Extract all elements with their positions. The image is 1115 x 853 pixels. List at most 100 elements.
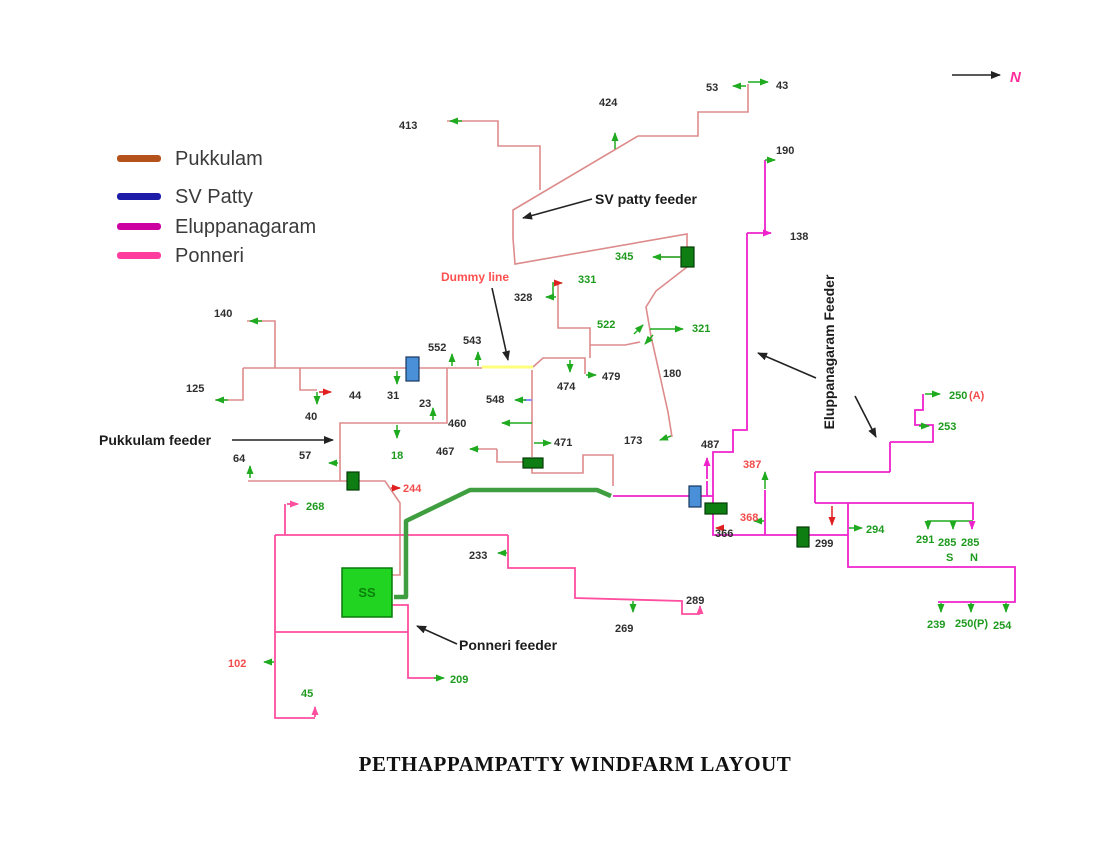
node-label-269: 269 bbox=[615, 623, 633, 635]
legend-swatch-sv-patty bbox=[117, 193, 161, 200]
node-label-190: 190 bbox=[776, 145, 794, 157]
network-line bbox=[274, 504, 700, 719]
node-label-474: 474 bbox=[557, 381, 576, 393]
green-switch-icon bbox=[796, 526, 810, 548]
green-turbine-arrows bbox=[215, 78, 1010, 682]
legend: Pukkulam SV Patty Eluppanagaram Ponneri bbox=[117, 148, 316, 267]
node-label-23: 23 bbox=[419, 398, 431, 410]
north-label: N bbox=[1010, 69, 1022, 86]
node-label-285s: 285 bbox=[938, 537, 956, 549]
eluppanagaram-pointer-arrow-2 bbox=[854, 395, 877, 438]
node-label-173: 173 bbox=[624, 435, 642, 447]
node-label-239: 239 bbox=[927, 619, 945, 631]
dummy-line-label: Dummy line bbox=[441, 270, 509, 284]
arrow-522 bbox=[633, 324, 644, 335]
node-label-328: 328 bbox=[514, 292, 532, 304]
node-label-40: 40 bbox=[305, 411, 317, 423]
node-label-254: 254 bbox=[993, 620, 1012, 632]
node-label-366: 366 bbox=[715, 528, 733, 540]
node-labels: 413 424 53 43 190 138 345 331 328 522 32… bbox=[186, 80, 1012, 700]
node-label-299: 299 bbox=[815, 538, 833, 550]
legend-label-ponneri: Ponneri bbox=[175, 245, 244, 267]
node-label-368: 368 bbox=[740, 512, 758, 524]
sv-patty-pointer-arrow bbox=[522, 198, 593, 220]
node-label-250p: 250(P) bbox=[955, 618, 988, 630]
node-label-53: 53 bbox=[706, 82, 718, 94]
green-switch-icon bbox=[680, 246, 695, 268]
node-label-31: 31 bbox=[387, 390, 399, 402]
node-label-43: 43 bbox=[776, 80, 788, 92]
blue-switch-icon bbox=[405, 356, 420, 382]
ponneri-lines bbox=[274, 504, 700, 719]
node-label-285n: 285 bbox=[961, 537, 979, 549]
ponneri-pointer-arrow bbox=[416, 625, 458, 645]
node-label-387: 387 bbox=[743, 459, 761, 471]
node-label-479: 479 bbox=[602, 371, 620, 383]
node-label-253: 253 bbox=[938, 421, 956, 433]
eluppanagaram-feeder-label: Eluppanagaram Feeder bbox=[821, 274, 837, 429]
page-title: PETHAPPAMPATTY WINDFARM LAYOUT bbox=[359, 752, 792, 776]
node-label-294: 294 bbox=[866, 524, 885, 536]
node-label-45: 45 bbox=[301, 688, 313, 700]
green-switch-icon bbox=[704, 502, 728, 515]
network-line bbox=[613, 160, 1016, 603]
node-label-285n-sub: N bbox=[970, 552, 978, 564]
substation-green-run bbox=[394, 487, 612, 600]
node-label-548: 548 bbox=[486, 394, 504, 406]
node-label-543: 543 bbox=[463, 335, 481, 347]
magenta-pink-arrows bbox=[287, 229, 976, 717]
node-label-140: 140 bbox=[214, 308, 232, 320]
legend-label-pukkulam: Pukkulam bbox=[175, 148, 263, 170]
node-label-289: 289 bbox=[686, 595, 704, 607]
node-label-138: 138 bbox=[790, 231, 808, 243]
node-label-209: 209 bbox=[450, 674, 468, 686]
legend-swatch-eluppanagaram bbox=[117, 223, 161, 230]
node-label-291: 291 bbox=[916, 534, 934, 546]
node-label-522: 522 bbox=[597, 319, 615, 331]
sv-patty-feeder-label: SV patty feeder bbox=[595, 191, 697, 207]
node-label-44: 44 bbox=[349, 390, 362, 402]
node-label-460: 460 bbox=[448, 418, 466, 430]
legend-label-sv-patty: SV Patty bbox=[175, 186, 253, 208]
red-arrows bbox=[319, 388, 836, 532]
node-label-471: 471 bbox=[554, 437, 572, 449]
substation-label: SS bbox=[358, 585, 376, 600]
node-label-413: 413 bbox=[399, 120, 417, 132]
node-label-57: 57 bbox=[299, 450, 311, 462]
node-label-102: 102 bbox=[228, 658, 246, 670]
node-label-250a-suffix: (A) bbox=[969, 390, 985, 402]
node-label-424: 424 bbox=[599, 97, 618, 109]
node-label-552: 552 bbox=[428, 342, 446, 354]
dummy-line-pointer-arrow bbox=[491, 287, 510, 361]
node-label-285s-sub: S bbox=[946, 552, 953, 564]
annotation-pointers bbox=[232, 198, 877, 645]
legend-label-eluppanagaram: Eluppanagaram bbox=[175, 216, 316, 238]
eluppanagaram-lines bbox=[613, 160, 1016, 603]
legend-swatch-ponneri bbox=[117, 252, 161, 259]
node-label-331: 331 bbox=[578, 274, 596, 286]
substation: SS bbox=[341, 567, 393, 618]
node-label-250a: 250 bbox=[949, 390, 967, 402]
node-label-18: 18 bbox=[391, 450, 403, 462]
arrow-331 bbox=[552, 279, 563, 297]
substation-box bbox=[341, 567, 393, 618]
pukkulam-feeder-label: Pukkulam feeder bbox=[99, 432, 212, 448]
node-label-345: 345 bbox=[615, 251, 633, 263]
node-label-321: 321 bbox=[692, 323, 710, 335]
node-label-244: 244 bbox=[403, 483, 422, 495]
node-label-180: 180 bbox=[663, 368, 681, 380]
green-switch-icon bbox=[522, 457, 544, 469]
arrow-173 bbox=[659, 433, 672, 441]
ponneri-feeder-label: Ponneri feeder bbox=[459, 637, 558, 653]
network-line bbox=[215, 84, 749, 576]
node-label-233: 233 bbox=[469, 550, 487, 562]
north-indicator: N bbox=[952, 69, 1022, 86]
node-label-64: 64 bbox=[233, 453, 246, 465]
legend-swatch-pukkulam bbox=[117, 155, 161, 162]
switch-devices bbox=[346, 246, 810, 548]
eluppanagaram-pointer-arrow-1 bbox=[757, 352, 817, 379]
blue-switch-icon bbox=[688, 485, 702, 508]
node-label-467: 467 bbox=[436, 446, 454, 458]
